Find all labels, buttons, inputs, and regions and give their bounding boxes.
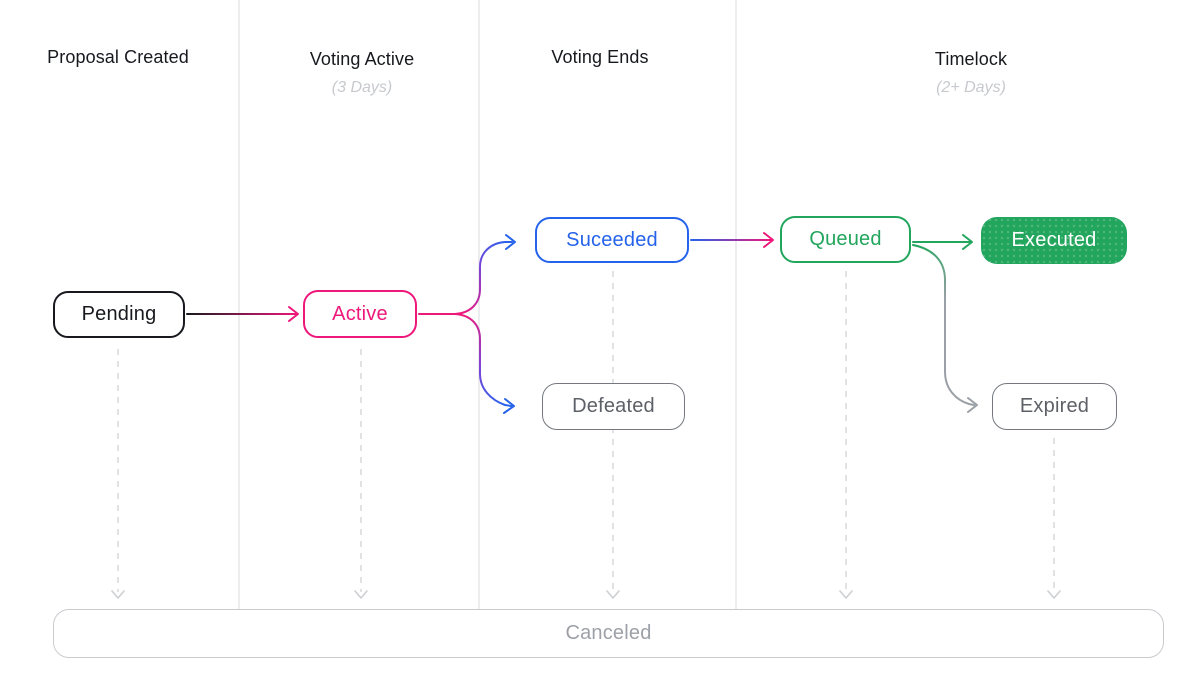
column-divider (238, 0, 240, 609)
column-title: Timelock (934, 49, 1008, 69)
node-queued: Queued (780, 216, 911, 263)
node-expired-label: Expired (1019, 395, 1090, 417)
node-defeated: Defeated (542, 383, 685, 430)
edge-queued-expired (912, 244, 978, 413)
dashed-drop-expired (1047, 438, 1061, 599)
column-header-voting-ends: Voting Ends (551, 44, 648, 70)
node-succeeded: Suceeded (535, 217, 689, 263)
node-active-label: Active (332, 302, 388, 325)
edge-pending-active (186, 306, 299, 322)
node-queued-label: Queued (809, 228, 882, 250)
node-pending: Pending (53, 291, 185, 338)
node-canceled-label: Canceled (565, 622, 652, 644)
column-header-voting-active: Voting Active (3 Days) (310, 46, 414, 99)
edge-active-fork (418, 234, 516, 414)
column-title: Proposal Created (47, 47, 189, 67)
node-canceled: Canceled (53, 609, 1164, 658)
column-divider (478, 0, 480, 609)
column-title: Voting Active (309, 49, 415, 69)
node-executed: Executed (981, 217, 1127, 264)
edge-queued-executed (912, 234, 973, 250)
node-succeeded-label: Suceeded (566, 228, 658, 251)
column-header-proposal-created: Proposal Created (47, 44, 189, 70)
edge-succeeded-queued (690, 232, 774, 248)
column-subtitle: (3 Days) (331, 79, 393, 96)
node-pending-label: Pending (81, 303, 157, 325)
node-active: Active (303, 290, 417, 338)
column-title: Voting Ends (551, 47, 649, 67)
column-divider (735, 0, 737, 609)
node-expired: Expired (992, 383, 1117, 430)
dashed-drop-queued (839, 271, 853, 599)
dashed-drop-pending (111, 349, 125, 599)
node-executed-label: Executed (1011, 229, 1097, 251)
column-subtitle: (2+ Days) (936, 79, 1006, 96)
column-header-timelock: Timelock (2+ Days) (935, 46, 1007, 99)
dashed-drop-succeeded (606, 271, 620, 599)
dashed-drop-active (354, 349, 368, 599)
node-defeated-label: Defeated (572, 395, 655, 417)
